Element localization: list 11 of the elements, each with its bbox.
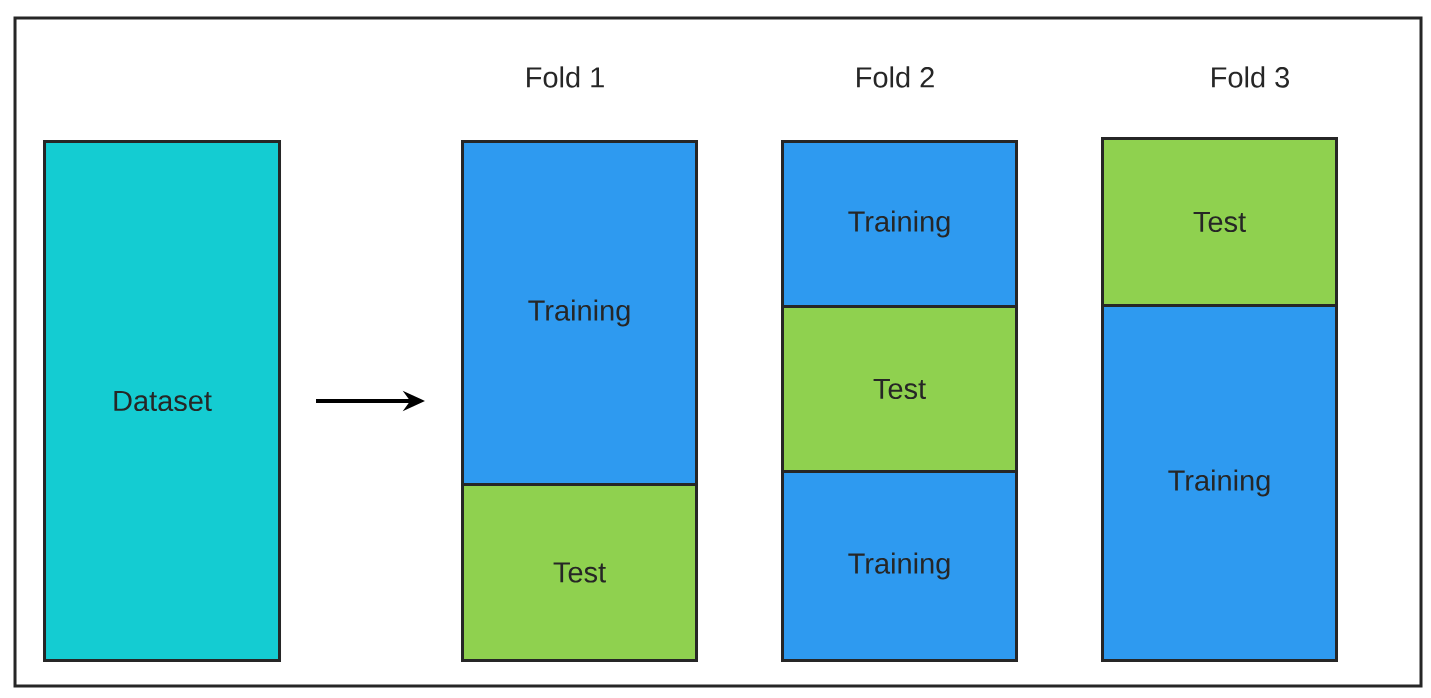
fold-heading: Fold 2 — [857, 66, 934, 88]
segment-box: Training — [1101, 304, 1338, 662]
fold-heading: Fold 3 — [1212, 66, 1289, 88]
segment-box: Training — [461, 140, 698, 486]
fold-heading: Fold 1 — [527, 66, 604, 88]
segment-box: Training — [781, 140, 1018, 308]
segment-box: Test — [781, 305, 1018, 473]
segment-box: Test — [1101, 137, 1338, 307]
segment-box: Test — [461, 483, 698, 662]
dataset-box: Dataset — [43, 140, 281, 662]
segment-box: Training — [781, 470, 1018, 662]
